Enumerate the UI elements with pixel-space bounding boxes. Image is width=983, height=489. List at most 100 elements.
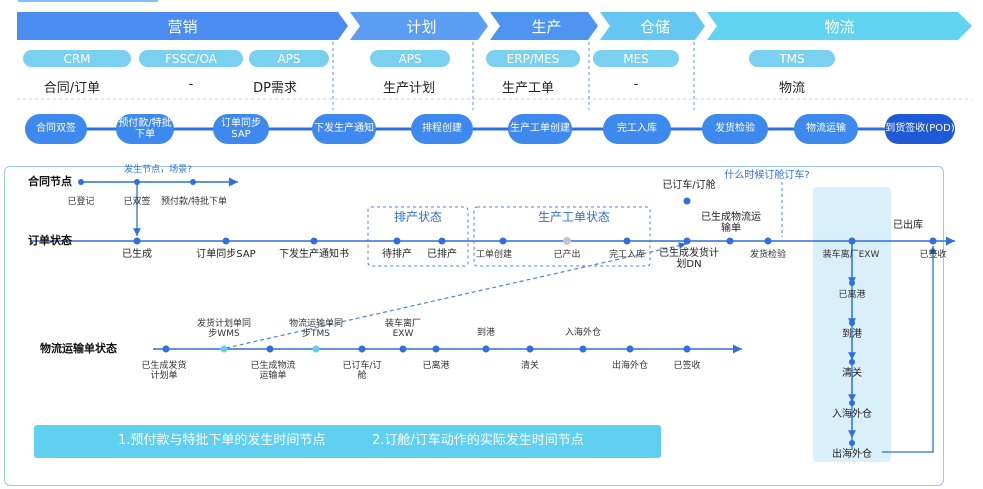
process-pod: 到货签收(POD): [885, 114, 955, 144]
doc-mes-none: -: [633, 77, 639, 92]
label-scheduled: 已排产: [427, 249, 457, 260]
l-top-tms: 物流运输单同步TMS: [289, 319, 344, 340]
label-notice: 下发生产通知书: [279, 249, 349, 260]
process-inspection: 发货检验: [702, 114, 768, 144]
dot-v-out: [849, 440, 855, 446]
dot-logistic-order: [726, 237, 734, 245]
dot-l-wms: [220, 345, 228, 353]
booking-question: 什么时候订舱订车?: [724, 170, 810, 181]
l-bot-booked: 已订车/订舱: [342, 361, 382, 382]
dot-l-plan: [162, 345, 170, 353]
process-work-order: 生产工单创建: [508, 114, 572, 144]
dot-v-arrive: [849, 320, 855, 326]
doc-contract-order: 合同/订单: [43, 81, 101, 96]
label-pending-sched: 待排产: [382, 249, 412, 260]
doc-production-plan: 生产计划: [382, 81, 436, 96]
l-top-in-overseas: 入海外仓: [564, 328, 602, 338]
sched-box-title: 排产状态: [393, 210, 443, 224]
l-bot-signed: 已签收: [673, 361, 701, 371]
process-contract-sign: 合同双签: [25, 114, 87, 144]
l-top-wms: 发货计划单同步WMS: [197, 319, 252, 340]
label-produced: 已产出: [553, 250, 581, 260]
label-inspect: 发货检验: [749, 250, 787, 260]
system-pill-tms: TMS: [749, 50, 835, 67]
dot-dn: [683, 237, 691, 245]
label-booked: 已订车/订舱: [662, 180, 716, 191]
dot-booked: [683, 197, 691, 205]
label-exw: 装车离厂EXW: [822, 250, 880, 260]
dot-l-arrive: [482, 345, 490, 353]
label-sync-sap: 订单同步SAP: [196, 249, 256, 260]
doc-fssc-none: -: [188, 77, 194, 92]
dot-registered: [78, 179, 84, 185]
dot-l-tms: [312, 345, 320, 353]
label-logistic-created: 已生成物流运输单: [701, 212, 761, 234]
system-pill-erp-mes: ERP/MES: [486, 50, 580, 67]
top-separators: [17, 42, 972, 131]
l-bot-out-overseas: 出海外仓: [611, 361, 649, 371]
row-label-order: 订单状态: [28, 234, 72, 247]
doc-logistics: 物流: [778, 81, 806, 96]
v-out-overseas: 出海外仓: [832, 449, 872, 460]
doc-dp-demand: DP需求: [253, 81, 297, 96]
process-sync-sap: 订单同步SAP: [213, 114, 269, 144]
stage-arrow-production: [490, 12, 598, 40]
dot-v-customs: [849, 359, 855, 365]
label-finished: 完工入库: [608, 250, 646, 260]
contract-question: 发生节点，场景?: [124, 165, 192, 175]
dot-prepay: [190, 179, 196, 185]
label-dn: 已生成发货计划DN: [659, 248, 719, 270]
notes-bar: [34, 425, 661, 458]
dot-outbound: [929, 237, 937, 245]
stage-arrow-marketing: [17, 12, 348, 40]
stage-header-arrows: [17, 12, 972, 40]
stage-logistics: 物流: [824, 17, 855, 36]
v-customs: 清关: [842, 368, 862, 379]
process-warehouse-in: 完工入库: [603, 114, 671, 144]
dot-v-depart: [849, 280, 855, 286]
workorder-box-title: 生产工单状态: [537, 210, 611, 224]
label-outbound: 已出库: [893, 220, 923, 231]
doc-work-order: 生产工单: [501, 81, 555, 96]
dot-sync-sap: [222, 237, 230, 245]
system-pill-mes: MES: [593, 50, 679, 67]
dot-l-customs: [526, 345, 534, 353]
stage-arrow-warehouse: [600, 12, 705, 40]
l-top-exw: 装车离厂EXW: [384, 319, 421, 340]
dot-l-exw: [399, 345, 407, 353]
stage-marketing: 营销: [167, 17, 198, 36]
v-depart: 已离港: [838, 290, 866, 300]
dot-l-out-overseas: [626, 345, 634, 353]
l-bot-logistic: 已生成物流运输单: [250, 361, 296, 382]
stage-plan: 计划: [406, 17, 437, 36]
dot-l-logistic: [266, 345, 274, 353]
label-double-signed: 已双签: [123, 197, 151, 207]
label-wo-create: 工单创建: [475, 250, 513, 260]
row-label-contract: 合同节点: [28, 175, 72, 188]
process-schedule: 排程创建: [411, 114, 473, 144]
dot-l-in-overseas: [579, 345, 587, 353]
dot-exw: [848, 237, 856, 245]
system-pill-crm: CRM: [23, 50, 131, 67]
v-in-overseas: 入海外仓: [832, 409, 872, 420]
dot-order-created: [133, 237, 141, 245]
dot-l-booked: [358, 345, 366, 353]
dot-scheduled: [438, 237, 446, 245]
dot-double-signed: [134, 179, 140, 185]
l-bot-customs: 清关: [520, 361, 540, 371]
note-1: 1.预付款与特批下单的发生时间节点: [118, 433, 326, 448]
process-issue-notice: 下发生产通知: [312, 114, 376, 144]
top-accent-bar: [18, 0, 158, 2]
stage-production: 生产: [531, 17, 562, 36]
row-label-logistics: 物流运输单状态: [40, 342, 117, 355]
dot-finished: [623, 237, 631, 245]
system-pill-aps-2: APS: [370, 50, 450, 67]
l-bot-plan: 已生成发货计划单: [141, 361, 187, 382]
l-bot-depart: 已离港: [422, 361, 450, 371]
stage-arrow-plan: [350, 12, 488, 40]
dot-l-depart: [432, 345, 440, 353]
process-prepay: 预付款/特批下单: [116, 114, 174, 144]
note-2: 2.订舱/订车动作的实际发生时间节点: [372, 433, 584, 448]
